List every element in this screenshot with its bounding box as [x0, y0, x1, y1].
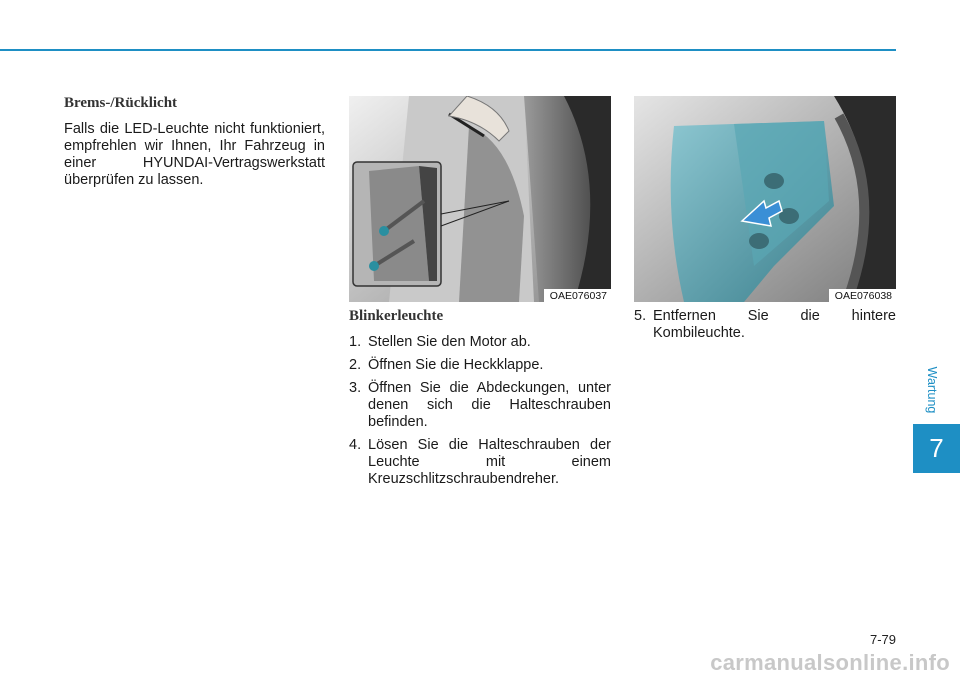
figure-code: OAE076038 — [828, 289, 896, 302]
list-item: 2. Öffnen Sie die Heckklappe. — [349, 357, 611, 374]
list-item: 4. Lösen Sie die Halteschrauben der Leuch… — [349, 437, 611, 488]
step-number: 5. — [634, 308, 647, 324]
header-rule — [0, 49, 896, 51]
list-item: 1. Stellen Sie den Motor ab. — [349, 334, 611, 351]
right-column: 5. Entfernen Sie die hintere Kombileuchte… — [634, 308, 896, 348]
list-item: 3. Öffnen Sie die Abdeckungen, unter dene… — [349, 380, 611, 431]
figure-tail-lamp-screws: OAE076037 — [349, 96, 611, 302]
tail-lamp-removal-arrow-illustration — [634, 96, 896, 302]
left-column: Brems-/Rücklicht Falls die LED-Leuchte n… — [64, 95, 325, 189]
watermark: carmanualsonline.info — [710, 650, 950, 675]
step-number: 2. — [349, 357, 362, 373]
step-number: 3. — [349, 380, 362, 396]
chapter-label: Wartung — [912, 365, 952, 415]
page-number: 7-79 — [869, 632, 896, 647]
steps-list: 1. Stellen Sie den Motor ab. 2. Öffnen Sie… — [349, 334, 611, 488]
brake-light-text: Falls die LED-Leuchte nicht funktioniert… — [64, 121, 325, 188]
step-text: Öffnen Sie die Heckklappe. — [368, 357, 544, 373]
step-text: Entfernen Sie die hintere Kombileuchte. — [653, 308, 896, 341]
step-number: 4. — [349, 437, 362, 453]
step-text: Öffnen Sie die Abdeckungen, unter denen … — [368, 380, 611, 430]
chapter-number: 7 — [929, 433, 944, 463]
step-number: 1. — [349, 334, 362, 350]
chapter-label-text: Wartung — [925, 366, 939, 414]
section-heading-brake-light: Brems-/Rücklicht — [64, 95, 178, 111]
screwdriver-tail-lamp-illustration — [349, 96, 611, 302]
figure-code: OAE076037 — [543, 289, 611, 302]
section-heading-turn-signal: Blinkerleuchte — [349, 308, 444, 324]
list-item: 5. Entfernen Sie die hintere Kombileuchte… — [634, 308, 896, 342]
steps-list: 5. Entfernen Sie die hintere Kombileuchte… — [634, 308, 896, 342]
figure-lamp-removal: OAE076038 — [634, 96, 896, 302]
middle-column: Blinkerleuchte 1. Stellen Sie den Motor a… — [349, 308, 611, 494]
chapter-tab: 7 — [913, 424, 960, 473]
step-text: Lösen Sie die Halteschrauben der Leuchte… — [368, 437, 611, 487]
step-text: Stellen Sie den Motor ab. — [368, 334, 531, 350]
